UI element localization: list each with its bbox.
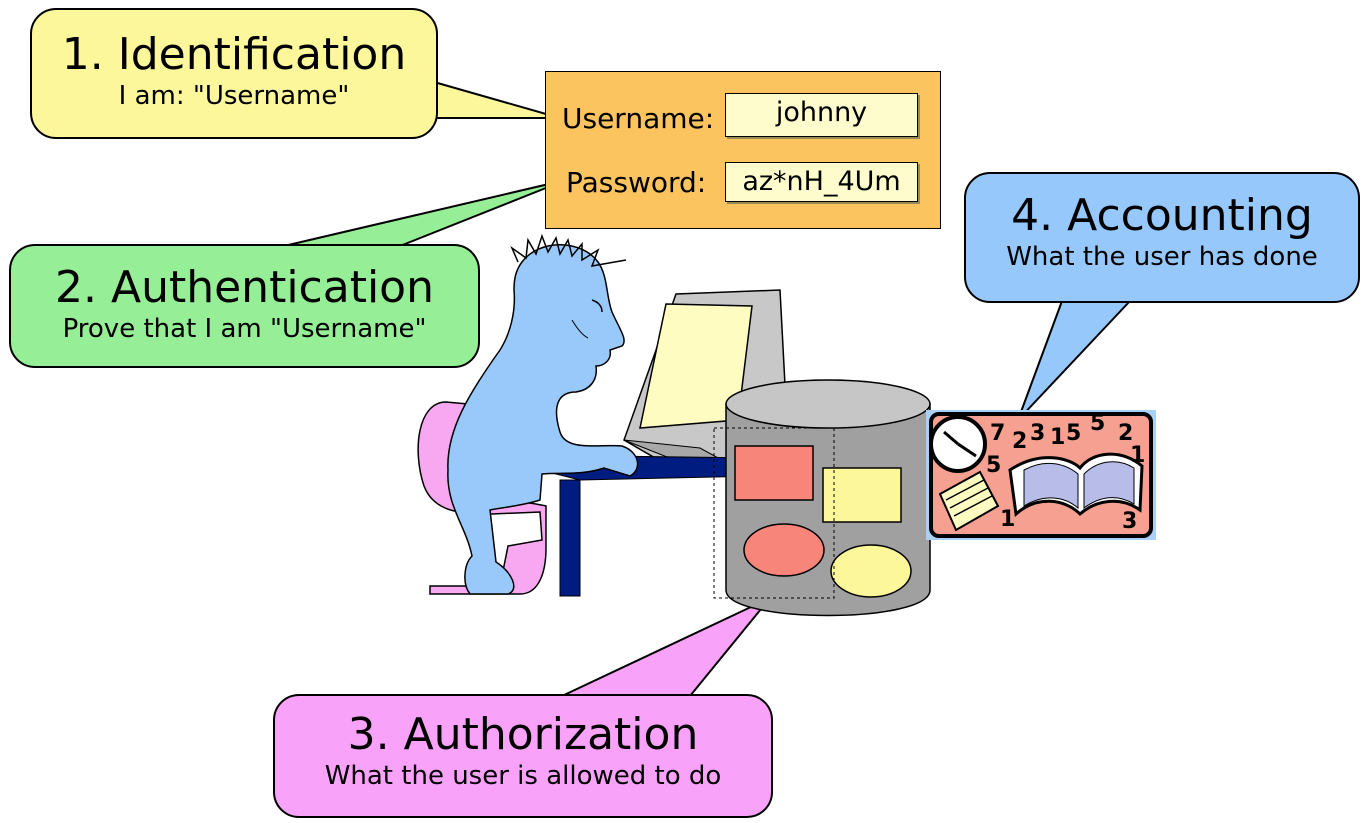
authorization-pointer	[561, 597, 771, 697]
username-field[interactable]: johnny	[725, 93, 918, 137]
authentication-callout: 2. Authentication Prove that I am "Usern…	[9, 244, 480, 368]
log-number: 2	[1012, 429, 1027, 454]
log-number: 1	[1050, 425, 1065, 450]
logbook-clock-icon: 7 2 3 1 5 5 2 1 5 1 3	[926, 410, 1156, 540]
log-number: 5	[1090, 411, 1105, 436]
identification-subtitle: I am: "Username"	[118, 81, 350, 111]
username-label: Username:	[562, 102, 715, 135]
database-icon	[713, 379, 931, 617]
log-number: 3	[1122, 509, 1137, 534]
identification-title: 1. Identification	[61, 29, 407, 80]
log-number: 1	[1130, 443, 1145, 468]
accounting-subtitle: What the user has done	[1006, 242, 1318, 272]
log-number: 5	[986, 453, 1001, 478]
identification-callout: 1. Identification I am: "Username"	[30, 8, 438, 139]
authentication-title: 2. Authentication	[55, 262, 434, 313]
authorization-callout: 3. Authorization What the user is allowe…	[273, 694, 773, 818]
authorization-title: 3. Authorization	[347, 709, 699, 760]
authorization-subtitle: What the user is allowed to do	[324, 761, 722, 791]
accounting-callout: 4. Accounting What the user has done	[964, 172, 1360, 303]
log-number: 2	[1118, 421, 1133, 446]
log-number: 5	[1066, 421, 1081, 446]
password-field[interactable]: az*nH_4Um	[725, 162, 918, 202]
log-number: 1	[1000, 507, 1015, 532]
login-panel: Username: johnny Password: az*nH_4Um	[545, 71, 941, 229]
authentication-pointer	[283, 179, 567, 247]
accounting-pointer	[1017, 300, 1131, 421]
log-number: 3	[1030, 421, 1045, 446]
authentication-subtitle: Prove that I am "Username"	[62, 314, 427, 344]
accounting-title: 4. Accounting	[1011, 190, 1313, 241]
identification-pointer	[426, 79, 561, 119]
password-label: Password:	[566, 166, 707, 199]
log-number: 7	[990, 421, 1005, 446]
